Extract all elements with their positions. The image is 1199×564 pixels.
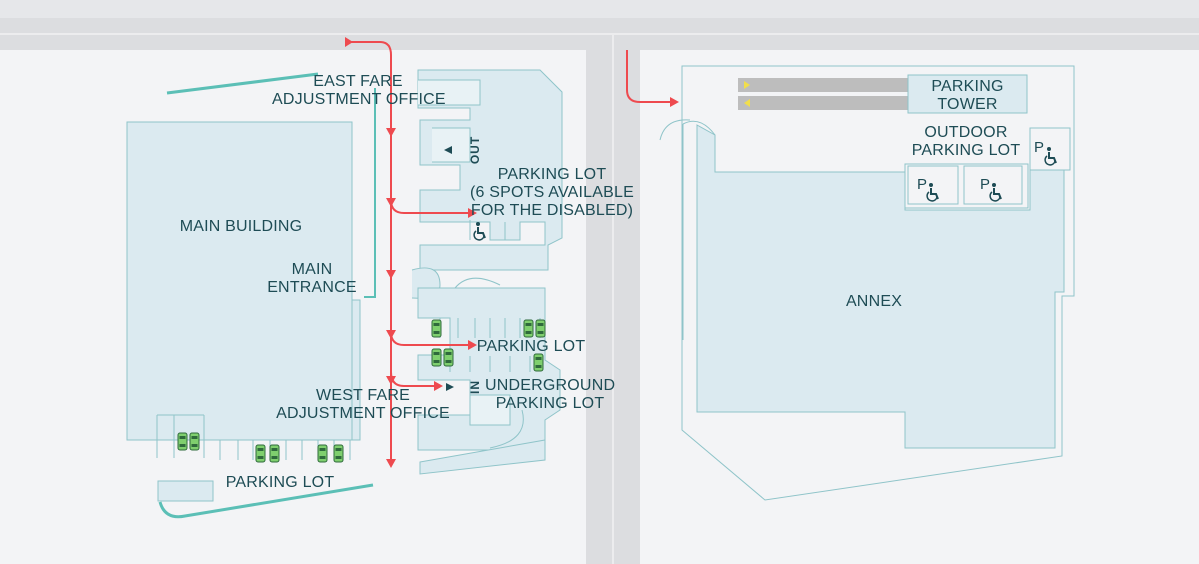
label-line: ADJUSTMENT OFFICE [276, 405, 450, 422]
label-line: PARKING LOT [497, 166, 607, 183]
main-entrance-label: MAIN ENTRANCE [264, 261, 360, 297]
east-fare-office-label: EAST FARE ADJUSTMENT OFFICE [272, 73, 446, 109]
outdoor-parking-label: OUTDOOR PARKING LOT [906, 124, 1026, 160]
label-line: ADJUSTMENT OFFICE [272, 91, 446, 108]
annex-label: ANNEX [845, 293, 903, 310]
west-fare-office-label: WEST FARE ADJUSTMENT OFFICE [276, 387, 450, 423]
main-building-label: MAIN BUILDING [179, 218, 303, 235]
in-sign: IN [468, 380, 482, 394]
accessible-parking-icon: P [980, 176, 1002, 202]
label-line: MAIN [291, 261, 333, 278]
svg-text:P: P [917, 176, 927, 193]
accessible-parking-icon: P [1034, 139, 1057, 166]
label-line: WEST FARE [316, 387, 410, 404]
parking-tower-label: PARKING TOWER [908, 78, 1027, 114]
label-line: PARKING [931, 78, 1004, 95]
label-line: OUTDOOR [924, 124, 1008, 141]
label-line: PARKING LOT [911, 142, 1021, 159]
parking-lot-middle-label: PARKING LOT [476, 338, 586, 355]
label-line: PARKING LOT [495, 395, 605, 412]
label-line: ENTRANCE [267, 279, 357, 296]
svg-text:P: P [980, 176, 990, 193]
underground-parking-label: UNDERGROUND PARKING LOT [485, 377, 615, 413]
label-line: EAST FARE [313, 73, 403, 90]
label-line: UNDERGROUND [485, 377, 616, 394]
label-line: FOR THE DISABLED) [470, 202, 634, 219]
parking-lot-bottom-label: PARKING LOT [225, 474, 335, 491]
accessible-parking-icon: P [917, 176, 939, 202]
parking-lot-accessible-label: PARKING LOT (6 SPOTS AVAILABLE FOR THE D… [470, 166, 634, 220]
label-line: (6 SPOTS AVAILABLE [470, 184, 634, 201]
svg-text:P: P [1034, 139, 1044, 156]
out-sign: OUT [468, 135, 483, 165]
label-line: TOWER [937, 96, 998, 113]
